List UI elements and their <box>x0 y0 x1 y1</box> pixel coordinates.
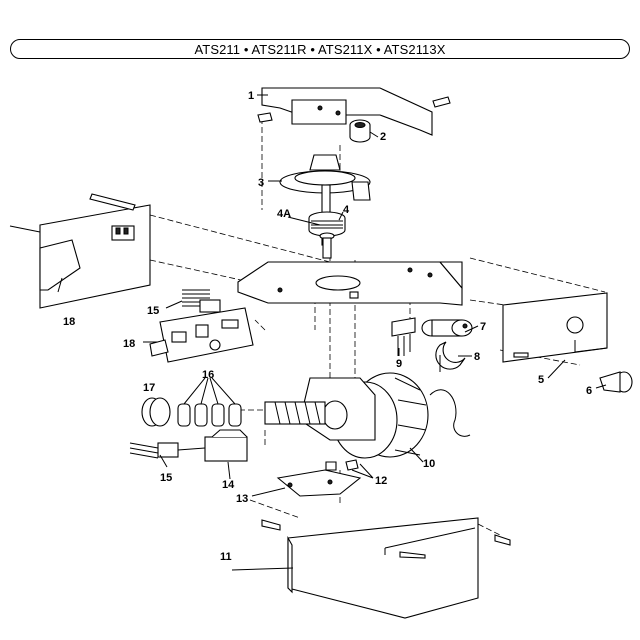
part-9-terminal-block <box>391 317 416 356</box>
part-17-end-cap <box>141 397 171 427</box>
callout-17: 17 <box>143 382 155 394</box>
part-1-top-cover <box>257 87 451 136</box>
part-11-bottom-cover <box>261 517 511 619</box>
model-header-title: ATS211 • ATS211R • ATS211X • ATS2113X <box>194 41 446 57</box>
part-5-end-panel <box>502 292 608 363</box>
chassis-plate <box>237 261 463 306</box>
part-4-gear-shaft <box>308 184 346 259</box>
callout-10: 10 <box>423 458 435 470</box>
part-3-sprocket-plate <box>279 154 371 201</box>
callout-2: 2 <box>380 131 386 143</box>
model-header-banner: ATS211 • ATS211R • ATS211X • ATS2113X <box>10 39 630 59</box>
part-15-lower-power-cord <box>129 442 206 459</box>
part-14-limit-switch <box>204 429 248 462</box>
callout-5: 5 <box>538 374 544 386</box>
callout-3: 3 <box>258 177 264 189</box>
callout-11: 11 <box>220 551 232 563</box>
callout-labels: 1 2 3 4A 4 5 6 7 8 9 10 11 12 13 14 15 1… <box>63 90 592 563</box>
callout-7: 7 <box>480 321 486 333</box>
callout-14: 14 <box>222 479 235 491</box>
callout-8: 8 <box>474 351 480 363</box>
part-8-capacitor-strap <box>435 341 466 372</box>
callout-9: 9 <box>396 358 402 370</box>
callout-18-lower: 18 <box>123 338 135 350</box>
callout-4: 4 <box>343 204 350 216</box>
callout-4a: 4A <box>277 208 291 220</box>
callout-15-upper: 15 <box>147 305 159 317</box>
callout-6: 6 <box>586 385 592 397</box>
callout-16: 16 <box>202 369 214 381</box>
callout-12: 12 <box>375 475 387 487</box>
part-16-worm-rings <box>177 377 242 427</box>
callout-18-upper: 18 <box>63 316 75 328</box>
worm-gear <box>264 401 326 425</box>
part-15-upper-wire-harness <box>182 289 221 313</box>
part-6-knob <box>599 371 633 393</box>
callout-15-lower: 15 <box>160 472 172 484</box>
part-7-capacitor <box>421 319 473 337</box>
part-18-upper-control-board <box>9 193 151 309</box>
part-13-bracket <box>276 469 362 497</box>
part-18-lower-logic-board <box>149 307 254 363</box>
part-12-screws <box>325 459 359 471</box>
callout-13: 13 <box>236 493 248 505</box>
part-2-bushing <box>349 119 371 143</box>
leader-lines <box>57 94 607 571</box>
callout-1: 1 <box>248 90 254 102</box>
